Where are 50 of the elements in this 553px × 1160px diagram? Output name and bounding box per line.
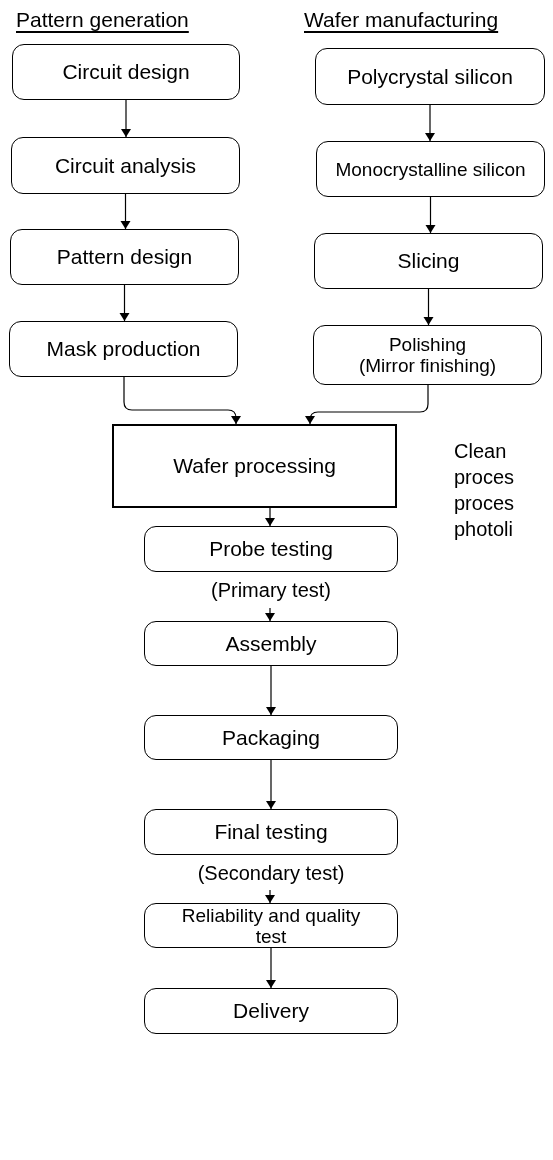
step-label: Pattern design [55,245,194,269]
step-box [9,321,238,377]
step-label: Mask production [45,337,202,361]
step-label: Reliability and quality test [180,904,362,947]
arrow [265,607,275,622]
step-label: Circuit analysis [53,153,198,178]
step-label: Delivery [232,999,310,1023]
step-box [144,988,398,1034]
arrow [425,104,435,142]
arrow [266,665,276,716]
step-box [10,229,239,285]
step-label: Assembly [224,631,318,656]
arrow [123,376,241,425]
step-label: Packaging [220,725,322,750]
arrow [265,507,275,527]
column-heading: Wafer manufacturing [304,7,499,33]
step-box [314,233,543,289]
step-label: Wafer processing [172,454,337,478]
step-box [144,903,398,948]
step-box [313,325,542,385]
step-box [315,48,545,105]
step-note: (Primary test) [210,578,332,603]
step-box [316,141,545,197]
arrow [305,384,429,425]
step-label: Monocrystalline silicon [334,158,527,180]
step-box [144,715,398,760]
arrow [423,288,434,326]
arrow [266,947,276,989]
step-box [11,137,240,194]
arrow [119,284,130,322]
step-label: Probe testing [208,537,334,561]
process-box [112,424,397,508]
arrow [120,193,131,230]
arrow [425,196,436,234]
arrow [265,889,275,904]
step-note: Clean proces proces photoli [454,439,516,542]
step-label: Final testing [213,820,329,844]
arrow [121,99,131,138]
step-box [12,44,240,100]
step-box [144,526,398,572]
column-heading: Pattern generation [16,7,189,33]
step-label: Slicing [396,249,461,273]
arrow [266,759,276,810]
step-label: Circuit design [61,60,191,84]
step-label: Polycrystal silicon [346,64,514,89]
step-label: (Mirror finishing) [357,355,498,376]
step-box [144,621,398,666]
step-box [144,809,398,855]
step-label: Polishing [387,334,468,355]
step-note: (Secondary test) [196,861,346,886]
